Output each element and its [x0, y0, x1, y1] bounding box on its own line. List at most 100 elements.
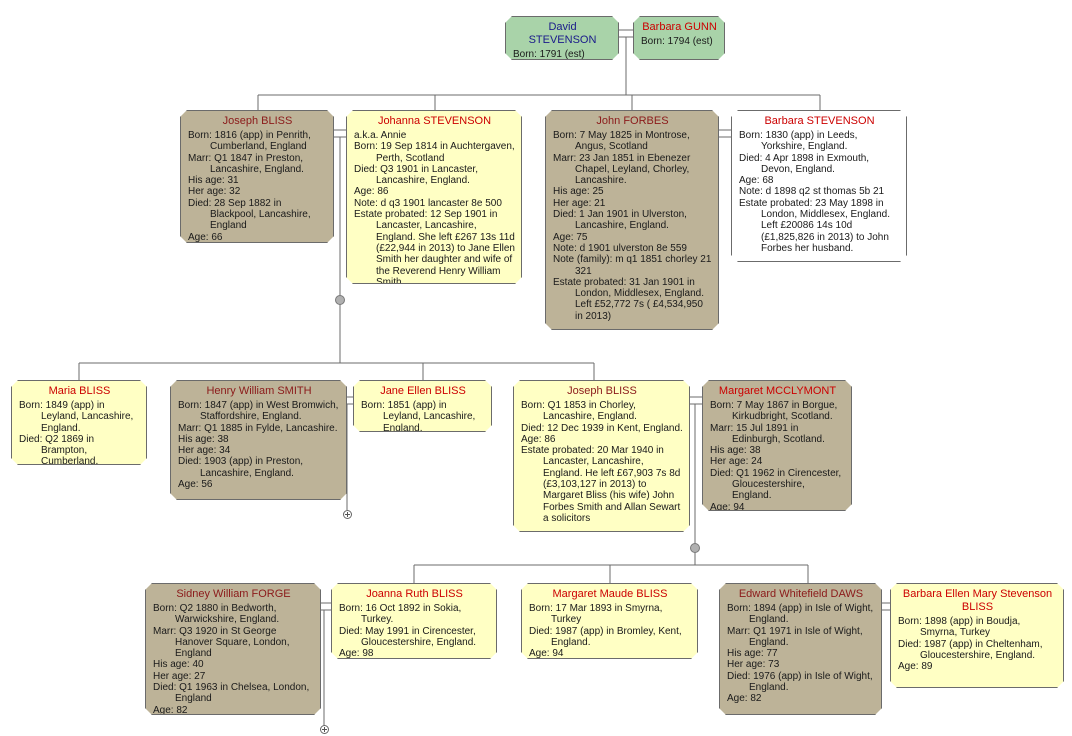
person-detail: Age: 82	[727, 693, 762, 705]
person-detail: Born: 1851 (app) in Leyland, Lancashire,…	[361, 400, 476, 432]
person-card-jane-ellen-bliss[interactable]: Jane Ellen BLISS Born: 1851 (app) in Leyl…	[353, 380, 492, 432]
person-detail: Died: 1976 (app) in Isle of Wight, Engla…	[727, 670, 873, 694]
person-detail: Estate probated: 23 May 1898 in London, …	[739, 197, 890, 254]
person-detail: Died: 1903 (app) in Preston, Lancashire,…	[178, 456, 304, 479]
person-detail: His age: 25	[553, 186, 604, 198]
person-card-joseph-bliss-jr[interactable]: Joseph BLISS Born: Q1 1853 in Chorley, La…	[513, 380, 690, 532]
person-detail: Age: 86	[521, 433, 556, 445]
expand-icon[interactable]	[343, 510, 352, 519]
person-detail: Age: 68	[739, 175, 774, 187]
person-name: John FORBES	[596, 115, 669, 127]
person-name: Joanna Ruth BLISS	[366, 588, 463, 600]
person-detail: Her age: 27	[153, 670, 206, 682]
person-name: Margaret Maude BLISS	[552, 588, 668, 600]
person-detail: Age: 86	[354, 186, 389, 198]
person-detail: Age: 89	[898, 661, 933, 673]
person-detail: Note: d 1898 q2 st thomas 5b 21	[739, 186, 885, 198]
person-detail: His age: 77	[727, 648, 778, 660]
person-detail: Marr: Q1 1971 in Isle of Wight, England.	[727, 625, 863, 648]
person-detail: Born: 1794 (est)	[641, 36, 713, 47]
person-detail: Born: 17 Mar 1893 in Smyrna, Turkey	[529, 603, 663, 626]
person-name: Edward Whitefield DAWS	[738, 588, 864, 600]
expand-icon[interactable]	[320, 725, 329, 734]
person-detail: Age: 82	[153, 704, 188, 715]
person-card-joseph-bliss[interactable]: Joseph BLISS Born: 1816 (app) in Penrith,…	[180, 110, 334, 243]
person-detail: Note: d 1901 ulverston 8e 559	[553, 242, 687, 254]
person-detail: Estate probated: 31 Jan 1901 in London, …	[553, 276, 704, 322]
person-detail: Born: 1898 (app) in Boudja, Smyrna, Turk…	[898, 616, 1021, 639]
person-name: Joseph BLISS	[222, 115, 293, 127]
person-detail: Note (family): m q1 1851 chorley 21 321	[553, 254, 712, 277]
person-detail: Marr: 23 Jan 1851 in Ebenezer Chapel, Le…	[553, 152, 691, 187]
person-card-barbara-ellen-mary-stevenson-bliss[interactable]: Barbara Ellen Mary Stevenson BLISS Born: …	[890, 583, 1064, 688]
person-name: David STEVENSON	[528, 21, 597, 46]
person-detail: Her age: 73	[727, 659, 780, 671]
person-detail: Died: 1987 (app) in Cheltenham, Gloucest…	[898, 638, 1043, 661]
person-detail: Age: 94	[529, 648, 564, 659]
person-name: Joseph BLISS	[567, 385, 637, 397]
person-detail: Died: Q1 1963 in Chelsea, London, Englan…	[153, 682, 310, 705]
person-detail: Her age: 24	[710, 456, 763, 468]
person-detail: Died: May 1991 in Cirencester, Glouceste…	[339, 625, 477, 648]
person-detail: Her age: 32	[188, 186, 241, 198]
person-detail: Born: 19 Sep 1814 in Auchtergaven, Perth…	[354, 141, 515, 164]
person-detail: Died: 1 Jan 1901 in Ulverston, Lancashir…	[553, 209, 687, 232]
person-detail: Born: 1816 (app) in Penrith, Cumberland,…	[188, 130, 311, 153]
person-detail: His age: 38	[178, 433, 229, 445]
person-detail: His age: 38	[710, 445, 761, 457]
person-detail: His age: 31	[188, 175, 239, 187]
person-card-david-stevenson[interactable]: David STEVENSON Born: 1791 (est)	[505, 16, 619, 60]
person-detail: Died: Q2 1869 in Brampton, Cumberland, E…	[19, 433, 99, 465]
person-detail: Born: 1791 (est)	[513, 49, 585, 60]
person-detail: Born: 1847 (app) in West Bromwich, Staff…	[178, 400, 339, 423]
person-detail: Born: 7 May 1867 in Borgue, Kirkudbright…	[710, 400, 838, 423]
person-detail: Born: 1894 (app) in Isle of Wight, Engla…	[727, 603, 874, 626]
person-name: Sidney William FORGE	[176, 588, 291, 600]
person-detail: Born: Q1 1853 in Chorley, Lancashire, En…	[521, 400, 637, 423]
person-detail: Died: Q1 1962 in Cirencester, Gloucester…	[710, 467, 842, 502]
person-detail: Age: 56	[178, 479, 213, 491]
person-name: Johanna STEVENSON	[377, 115, 492, 127]
person-detail: Died: 1987 (app) in Bromley, Kent, Engla…	[529, 625, 682, 648]
person-name: Jane Ellen BLISS	[380, 385, 466, 397]
person-name: Margaret MCCLYMONT	[718, 385, 837, 397]
person-name: Barbara Ellen Mary Stevenson BLISS	[902, 588, 1053, 613]
person-detail: Died: 12 Dec 1939 in Kent, England.	[521, 422, 683, 434]
person-detail: a.k.a. Annie	[354, 130, 407, 141]
person-detail: Died: 4 Apr 1898 in Exmouth, Devon, Engl…	[739, 152, 870, 175]
person-name: Barbara STEVENSON	[764, 115, 875, 127]
person-detail: Died: 28 Sep 1882 in Blackpool, Lancashi…	[188, 197, 311, 232]
person-detail: His age: 40	[153, 659, 204, 671]
person-card-henry-william-smith[interactable]: Henry William SMITH Born: 1847 (app) in W…	[170, 380, 347, 500]
person-card-joanna-ruth-bliss[interactable]: Joanna Ruth BLISS Born: 16 Oct 1892 in So…	[331, 583, 497, 659]
person-name: Barbara GUNN	[642, 21, 717, 33]
person-detail: Died: Q3 1901 in Lancaster, Lancashire, …	[354, 163, 478, 187]
person-card-edward-whitefield-daws[interactable]: Edward Whitefield DAWS Born: 1894 (app) i…	[719, 583, 882, 715]
person-detail: Marr: Q1 1847 in Preston, Lancashire, En…	[188, 152, 304, 175]
person-detail: Born: 16 Oct 1892 in Sokia, Turkey.	[339, 603, 462, 626]
person-detail: Age: 98	[339, 648, 374, 659]
person-detail: Estate probated: 12 Sep 1901 in Lancaste…	[354, 209, 515, 284]
person-card-margaret-maude-bliss[interactable]: Margaret Maude BLISS Born: 17 Mar 1893 in…	[521, 583, 698, 659]
person-card-barbara-gunn[interactable]: Barbara GUNN Born: 1794 (est)	[633, 16, 725, 60]
person-detail: Born: 1830 (app) in Leeds, Yorkshire, En…	[739, 130, 858, 153]
person-detail: Age: 75	[553, 231, 588, 243]
person-card-margaret-mcclymont[interactable]: Margaret MCCLYMONT Born: 7 May 1867 in Bo…	[702, 380, 852, 511]
person-name: Henry William SMITH	[206, 385, 312, 397]
branch-node	[690, 543, 700, 553]
person-detail: Marr: 15 Jul 1891 in Edinburgh, Scotland…	[710, 422, 825, 445]
person-detail: Born: Q2 1880 in Bedworth, Warwickshire,…	[153, 603, 280, 626]
person-name: Maria BLISS	[48, 385, 111, 397]
person-detail: Age: 66	[188, 231, 223, 243]
person-detail: Marr: Q3 1920 in St George Hanover Squar…	[153, 625, 290, 660]
person-detail: Estate probated: 20 Mar 1940 in Lancaste…	[521, 445, 681, 524]
person-detail: Age: 94	[710, 501, 745, 511]
person-detail: Note: d q3 1901 lancaster 8e 500	[354, 197, 502, 209]
person-detail: Marr: Q1 1885 in Fylde, Lancashire.	[178, 422, 338, 434]
person-card-barbara-stevenson[interactable]: Barbara STEVENSON Born: 1830 (app) in Lee…	[731, 110, 907, 262]
person-card-sidney-william-forge[interactable]: Sidney William FORGE Born: Q2 1880 in Bed…	[145, 583, 321, 715]
